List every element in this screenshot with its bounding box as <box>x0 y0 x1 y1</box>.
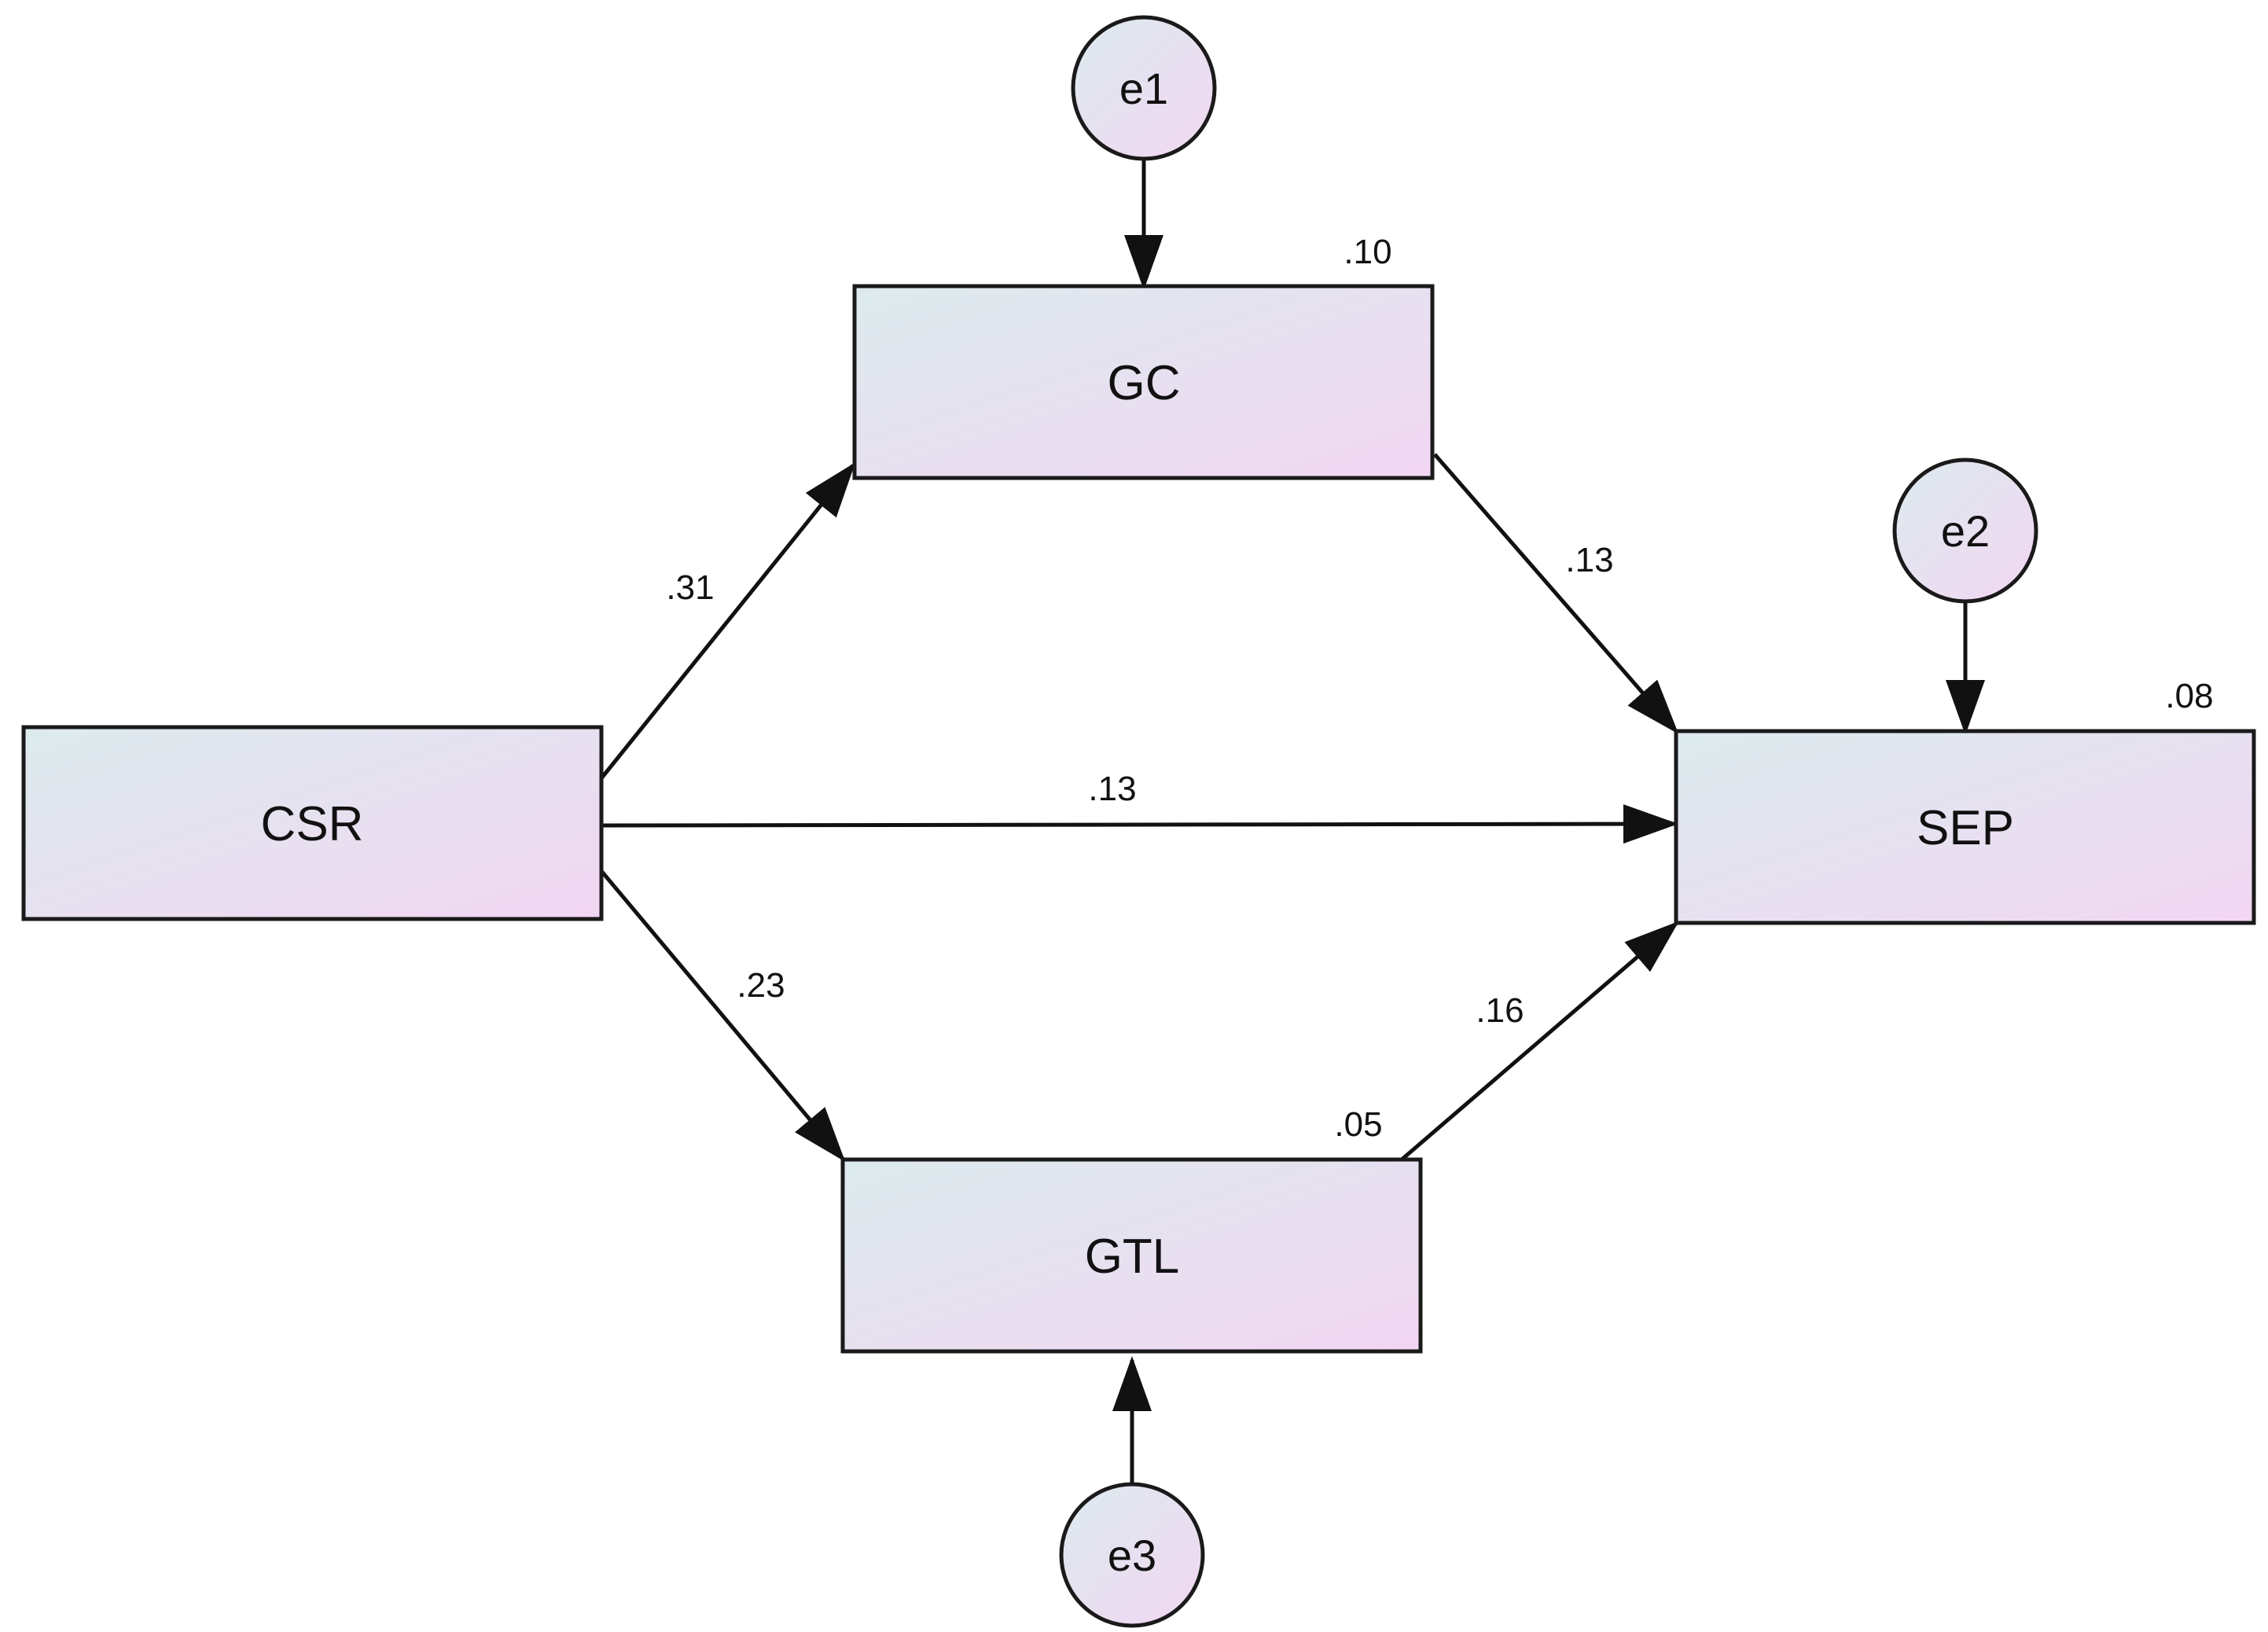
r2-gtl: .05 <box>1334 1105 1382 1144</box>
error-e2-label: e2 <box>1941 506 1990 556</box>
path-csr-gc <box>600 462 856 780</box>
path-gtl-sep <box>1400 921 1679 1161</box>
node-gc: GC <box>852 284 1435 480</box>
node-gtl: GTL <box>840 1157 1423 1354</box>
path-csr-sep <box>601 804 1678 844</box>
node-gtl-label: GTL <box>1085 1230 1180 1284</box>
error-e3: e3 <box>1059 1482 1205 1628</box>
coef-csr-gtl: .23 <box>737 966 785 1005</box>
r2-gc: .10 <box>1344 233 1391 271</box>
path-csr-gtl <box>600 869 846 1162</box>
coef-gtl-sep: .16 <box>1476 991 1524 1030</box>
r2-sep: .08 <box>2165 677 2213 715</box>
paths <box>600 159 1985 1484</box>
node-gc-label: GC <box>1108 356 1181 410</box>
coef-csr-gc: .31 <box>666 568 714 607</box>
coef-gc-sep: .13 <box>1565 541 1613 579</box>
node-csr-label: CSR <box>261 797 364 851</box>
node-csr: CSR <box>21 725 604 921</box>
error-e1: e1 <box>1071 15 1217 161</box>
node-sep: SEP <box>1674 729 2256 925</box>
node-sep-label: SEP <box>1917 801 2014 855</box>
path-gc-sep <box>1433 453 1679 734</box>
error-e1-label: e1 <box>1119 64 1168 113</box>
coef-csr-sep: .13 <box>1088 770 1136 808</box>
error-e2: e2 <box>1892 458 2038 604</box>
error-e3-label: e3 <box>1108 1531 1156 1580</box>
